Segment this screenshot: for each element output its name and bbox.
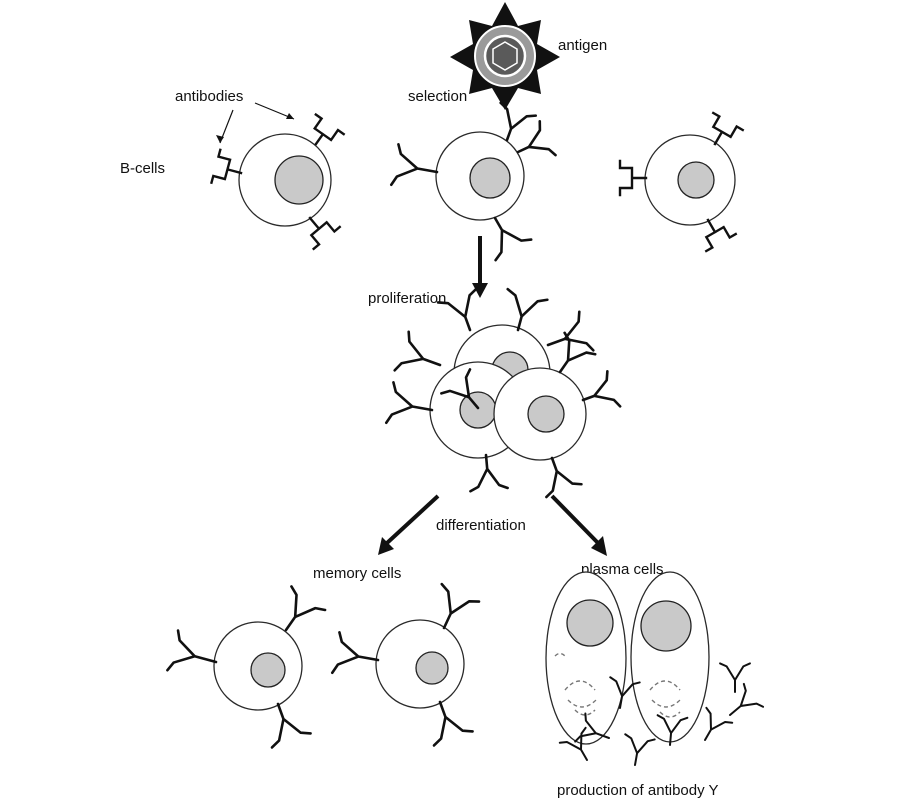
memory-cell-2 xyxy=(375,619,465,709)
antibody-y xyxy=(499,101,538,142)
memory-cell-1 xyxy=(213,621,303,711)
antibody-y xyxy=(384,381,434,425)
antibody-angular xyxy=(704,218,738,253)
antibody-free xyxy=(704,706,734,741)
antibody-free xyxy=(609,676,641,709)
antibodies-pointer-right xyxy=(254,102,295,120)
label-antibodies: antibodies xyxy=(175,88,243,105)
antibody-y xyxy=(581,369,622,408)
antibody-y xyxy=(545,456,583,499)
antibodies-pointer-left xyxy=(216,109,234,144)
antibody-angular xyxy=(711,111,745,146)
antibody-y xyxy=(440,582,481,630)
antibody-y xyxy=(546,310,595,352)
antibody-y xyxy=(558,331,597,374)
antibody-y xyxy=(432,700,474,747)
antibody-y xyxy=(330,631,380,675)
antibody-layer xyxy=(166,101,765,766)
antibody-square xyxy=(313,112,346,146)
antibody-y xyxy=(166,629,218,672)
antibody-y xyxy=(506,287,549,332)
antibody-angular xyxy=(618,159,648,197)
antibody-y xyxy=(516,119,557,157)
arrow-to-plasma xyxy=(550,494,607,556)
antibody-free xyxy=(729,682,765,716)
antibody-square xyxy=(308,216,342,251)
label-production-of-antibody: production of antibody Y xyxy=(557,782,719,799)
label-proliferation: proliferation xyxy=(368,290,446,307)
antibody-y xyxy=(493,216,533,262)
b-cell-selected xyxy=(435,131,525,221)
label-selection: selection xyxy=(408,88,467,105)
antibody-y xyxy=(389,143,439,187)
label-memory-cells: memory cells xyxy=(313,565,401,582)
antigen-icon xyxy=(450,2,560,110)
antibody-y xyxy=(440,368,480,410)
label-b-cells: B-cells xyxy=(120,160,165,177)
antibody-free xyxy=(624,733,656,766)
antibody-square xyxy=(210,148,243,185)
antibody-y xyxy=(284,585,327,632)
proliferation-cluster xyxy=(429,324,587,461)
antibody-y xyxy=(469,453,509,493)
arrow-proliferation xyxy=(472,236,488,298)
label-plasma-cells: plasma cells xyxy=(581,561,664,578)
label-antigen: antigen xyxy=(558,37,607,54)
antibody-y xyxy=(436,287,479,332)
antibody-free xyxy=(656,714,689,746)
antibody-free xyxy=(719,662,751,693)
antibody-y xyxy=(270,702,312,749)
plasma-cell-1 xyxy=(545,571,627,745)
b-cell-3 xyxy=(644,134,736,226)
arrow-to-memory xyxy=(378,494,440,555)
antibody-y xyxy=(393,330,442,372)
b-cell-1 xyxy=(238,133,332,227)
label-differentiation: differentiation xyxy=(436,517,526,534)
plasma-cell-2 xyxy=(630,571,710,743)
antibody-free xyxy=(574,712,610,743)
antibody-free xyxy=(558,726,588,761)
